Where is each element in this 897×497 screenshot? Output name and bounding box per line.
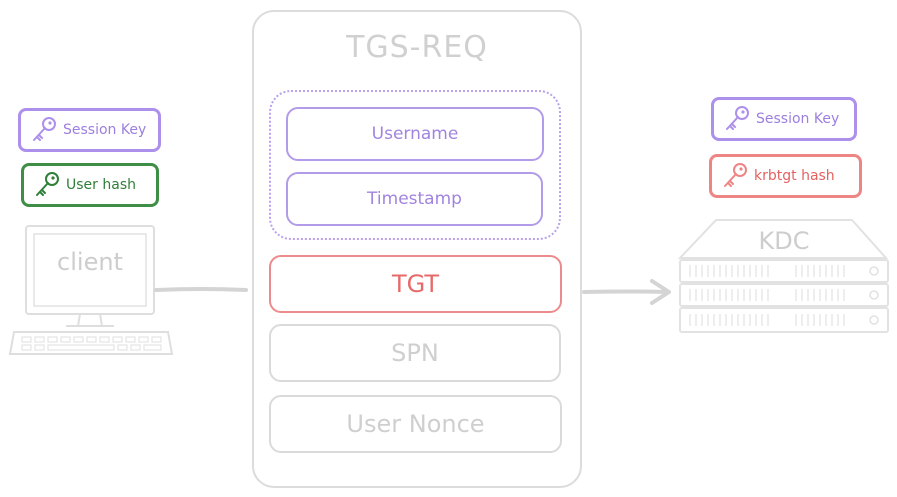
key-icon	[33, 117, 56, 141]
client-user-hash-badge: User hash	[21, 163, 159, 207]
server-rack-icon	[677, 219, 889, 333]
arrow-right-icon	[582, 279, 671, 305]
timestamp-field: Timestamp	[286, 172, 543, 226]
key-icon	[36, 172, 59, 196]
kdc-session-key-badge: Session Key	[711, 97, 857, 141]
tgs-req-title: TGS-REQ	[346, 30, 488, 65]
client-session-key-label: Session Key	[63, 122, 147, 138]
kdc-krbtgt-hash-badge: krbtgt hash	[709, 154, 862, 198]
username-field: Username	[286, 107, 544, 161]
key-icon	[724, 163, 747, 187]
spn-label: SPN	[391, 339, 439, 367]
kdc-label: KDC	[758, 227, 810, 255]
key-icon	[726, 106, 749, 130]
kdc-session-key-label: Session Key	[756, 111, 840, 127]
timestamp-label: Timestamp	[367, 189, 462, 209]
kdc-krbtgt-hash-label: krbtgt hash	[754, 168, 835, 184]
client-label: client	[57, 248, 123, 276]
client-session-key-badge: Session Key	[18, 108, 161, 152]
encrypted-group	[269, 90, 561, 240]
client-user-hash-label: User hash	[66, 177, 136, 193]
user-nonce-field: User Nonce	[269, 395, 562, 453]
computer-icon	[8, 225, 174, 355]
username-label: Username	[371, 124, 459, 144]
tgt-field: TGT	[269, 255, 562, 313]
spn-field: SPN	[269, 324, 561, 382]
connector-line	[154, 287, 248, 292]
tgt-label: TGT	[391, 270, 440, 298]
user-nonce-label: User Nonce	[346, 410, 485, 438]
tgs-req-card	[252, 10, 582, 488]
